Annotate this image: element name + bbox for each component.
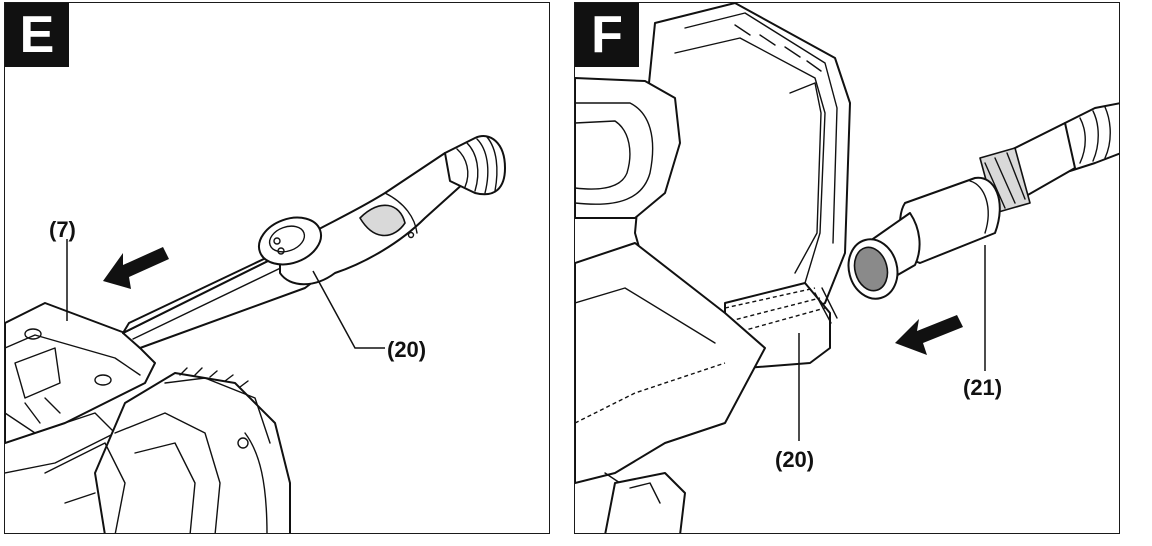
tool-housing: [575, 3, 851, 533]
panel-f-illustration: [575, 3, 1119, 533]
label-ref-20-e: (20): [387, 337, 427, 362]
label-ref-7: (7): [49, 217, 76, 242]
panel-letter-e: E: [5, 3, 69, 67]
panel-e: E (7) (20): [4, 2, 550, 534]
direction-arrow-e: [103, 247, 169, 289]
leader-line-20-e: [312, 270, 385, 349]
hose-adapter-21: [847, 102, 1119, 300]
direction-arrow-f: [895, 315, 963, 355]
tool-base-plate: [5, 302, 156, 474]
label-ref-20-f: (20): [775, 447, 815, 472]
tool-body: [44, 367, 291, 533]
panel-f: F (21) (20): [574, 2, 1120, 534]
suction-nozzle-20: [122, 135, 506, 349]
label-ref-21: (21): [963, 375, 1003, 400]
panel-letter-f: F: [575, 3, 639, 67]
panel-e-illustration: [5, 135, 506, 533]
